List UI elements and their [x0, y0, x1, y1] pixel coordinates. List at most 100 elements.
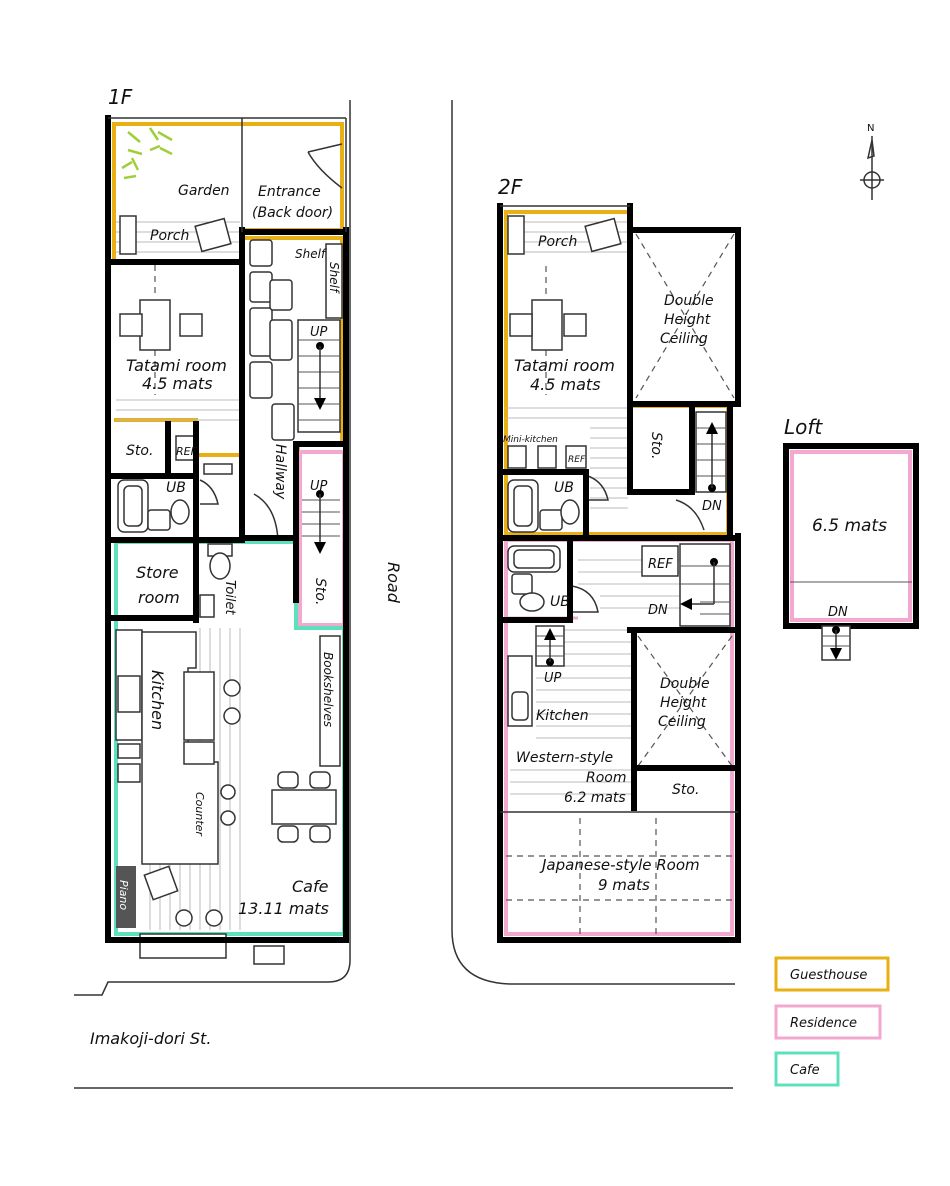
- f1-up-2-label: UP: [310, 479, 328, 494]
- f1-shelf-side-label: Shelf: [327, 262, 341, 294]
- f2-double-height-2: [637, 635, 733, 767]
- legend: Guesthouse Residence Cafe: [774, 956, 890, 1087]
- road-label: Road: [384, 562, 403, 604]
- north-compass-icon: N: [860, 123, 884, 200]
- floor-1-plan: 1F: [105, 85, 349, 965]
- f2-unit-bath-1: [507, 475, 609, 533]
- f1-piano-label: Piano: [117, 880, 130, 910]
- f2-dh2-line1: Double: [660, 676, 710, 692]
- floor-2-plan: 2F: [497, 175, 741, 943]
- f1-porch-label: Porch: [150, 228, 189, 244]
- f2-dn-1-label: DN: [702, 499, 722, 514]
- f2-dh2-line2: Height: [660, 695, 707, 711]
- piano-chair-icon: [143, 865, 179, 901]
- f2-dh1-line2: Height: [664, 312, 711, 328]
- compass-north-label: N: [867, 123, 874, 134]
- piano-icon: [116, 866, 136, 928]
- f1-sto-label: Sto.: [126, 443, 153, 459]
- f1-entrance-label: Entrance: [258, 184, 321, 200]
- cafe-stool: [175, 909, 193, 927]
- f2-sto-label: Sto.: [648, 432, 664, 459]
- cafe-table-set: [271, 771, 337, 843]
- imakoji-label: Imakoji-dori St.: [90, 1029, 211, 1048]
- f2-japanese-name: Japanese-style Room: [539, 856, 700, 874]
- legend-residence-swatch: [774, 1004, 882, 1040]
- f2-up-label: UP: [544, 671, 562, 686]
- f2-tatami-furniture: [506, 266, 628, 509]
- floor-1-label: 1F: [108, 85, 133, 109]
- porch-chair-icon: [194, 217, 232, 253]
- f2-porch-chair-icon: [584, 217, 622, 253]
- loft-label: Loft: [784, 415, 823, 439]
- legend-guesthouse-label: Guesthouse: [790, 968, 867, 983]
- f1-sto-2-label: Sto.: [312, 578, 328, 605]
- f1-bookshelves-label: Bookshelves: [321, 652, 335, 727]
- f2-ub-2-label: UB: [550, 594, 570, 610]
- f2-ref-mini-label: REF: [568, 455, 586, 465]
- hallway-tiles: [249, 239, 295, 441]
- f1-cafe-size: 13.11 mats: [238, 899, 329, 918]
- f2-stairs-up: [535, 625, 565, 667]
- f2-ref-label: REF: [648, 557, 673, 572]
- f2-dh1-line1: Double: [664, 293, 714, 309]
- f2-walls: [497, 203, 741, 943]
- f2-japanese-room-grid: [506, 818, 732, 934]
- f1-kitchen-fixtures: [115, 629, 241, 865]
- site-lines: [74, 100, 735, 1089]
- f2-sto-2-label: Sto.: [672, 782, 699, 798]
- f1-room-label: room: [138, 588, 180, 607]
- loft-size: 6.5 mats: [812, 516, 887, 536]
- f1-unit-bath: [117, 435, 233, 533]
- f2-tatami-size: 4.5 mats: [530, 375, 601, 394]
- f1-tatami-name: Tatami room: [126, 356, 227, 375]
- front-step: [253, 945, 285, 965]
- f1-stairs-up-2: [302, 490, 340, 554]
- f1-ref-label: REF: [176, 445, 198, 458]
- f1-garden-label: Garden: [178, 183, 230, 199]
- f1-ub-label: UB: [166, 480, 186, 496]
- cafe-stool-2: [205, 909, 223, 927]
- f2-unit-bath-2: [507, 545, 599, 613]
- legend-guesthouse-swatch: [774, 956, 890, 992]
- f1-kitchen-label: Kitchen: [148, 670, 167, 730]
- f2-western-line2: Room: [586, 770, 627, 786]
- bookshelves: [319, 635, 341, 767]
- loft-dn-label: DN: [828, 605, 848, 620]
- f2-kitchen-label: Kitchen: [536, 708, 589, 724]
- f2-porch-bench: [507, 215, 525, 255]
- f1-tatami-furniture: [116, 265, 240, 421]
- f2-stairs-down-2: [679, 543, 731, 627]
- f2-mini-kitchen-label: Mini-kitchen: [503, 435, 558, 445]
- f1-shelf-top-label: Shelf: [295, 247, 327, 261]
- f2-dh2-line3: Ceiling: [658, 714, 706, 730]
- f1-store-label: Store: [136, 563, 179, 582]
- f2-ref-box: [641, 545, 679, 577]
- loft-plan: Loft 6.5 mats DN: [783, 415, 919, 661]
- f1-doors: [199, 143, 343, 541]
- f1-hallway-label: Hallway: [272, 444, 288, 500]
- f1-counter-label: Counter: [193, 792, 206, 837]
- legend-cafe-label: Cafe: [790, 1063, 820, 1078]
- f1-stairs-up: [297, 319, 341, 433]
- f1-tatami-size: 4.5 mats: [142, 374, 213, 393]
- f2-mini-kitchen: [507, 445, 587, 469]
- f2-double-height-1: [635, 233, 735, 399]
- f1-shelf: [325, 243, 343, 319]
- loft-stairs-down: [821, 625, 851, 661]
- f1-walls: [105, 115, 349, 943]
- f1-toilet-label: Toilet: [222, 580, 237, 616]
- legend-residence-label: Residence: [790, 1016, 857, 1031]
- f2-tatami-name: Tatami room: [514, 356, 615, 375]
- f2-japanese-size: 9 mats: [598, 876, 650, 894]
- floor-2-label: 2F: [498, 175, 523, 199]
- f1-backdoor-label: (Back door): [252, 205, 333, 221]
- f2-western-size: 6.2 mats: [564, 790, 626, 806]
- f2-dn-2-label: DN: [648, 603, 668, 618]
- f2-kitchen-fixtures: [507, 655, 533, 727]
- porch-bench: [119, 215, 137, 255]
- f2-ub-1-label: UB: [554, 480, 574, 496]
- f2-stairs-down-1: [675, 411, 727, 531]
- f1-cafe-label: Cafe: [292, 877, 329, 896]
- loft-zone: [790, 450, 912, 622]
